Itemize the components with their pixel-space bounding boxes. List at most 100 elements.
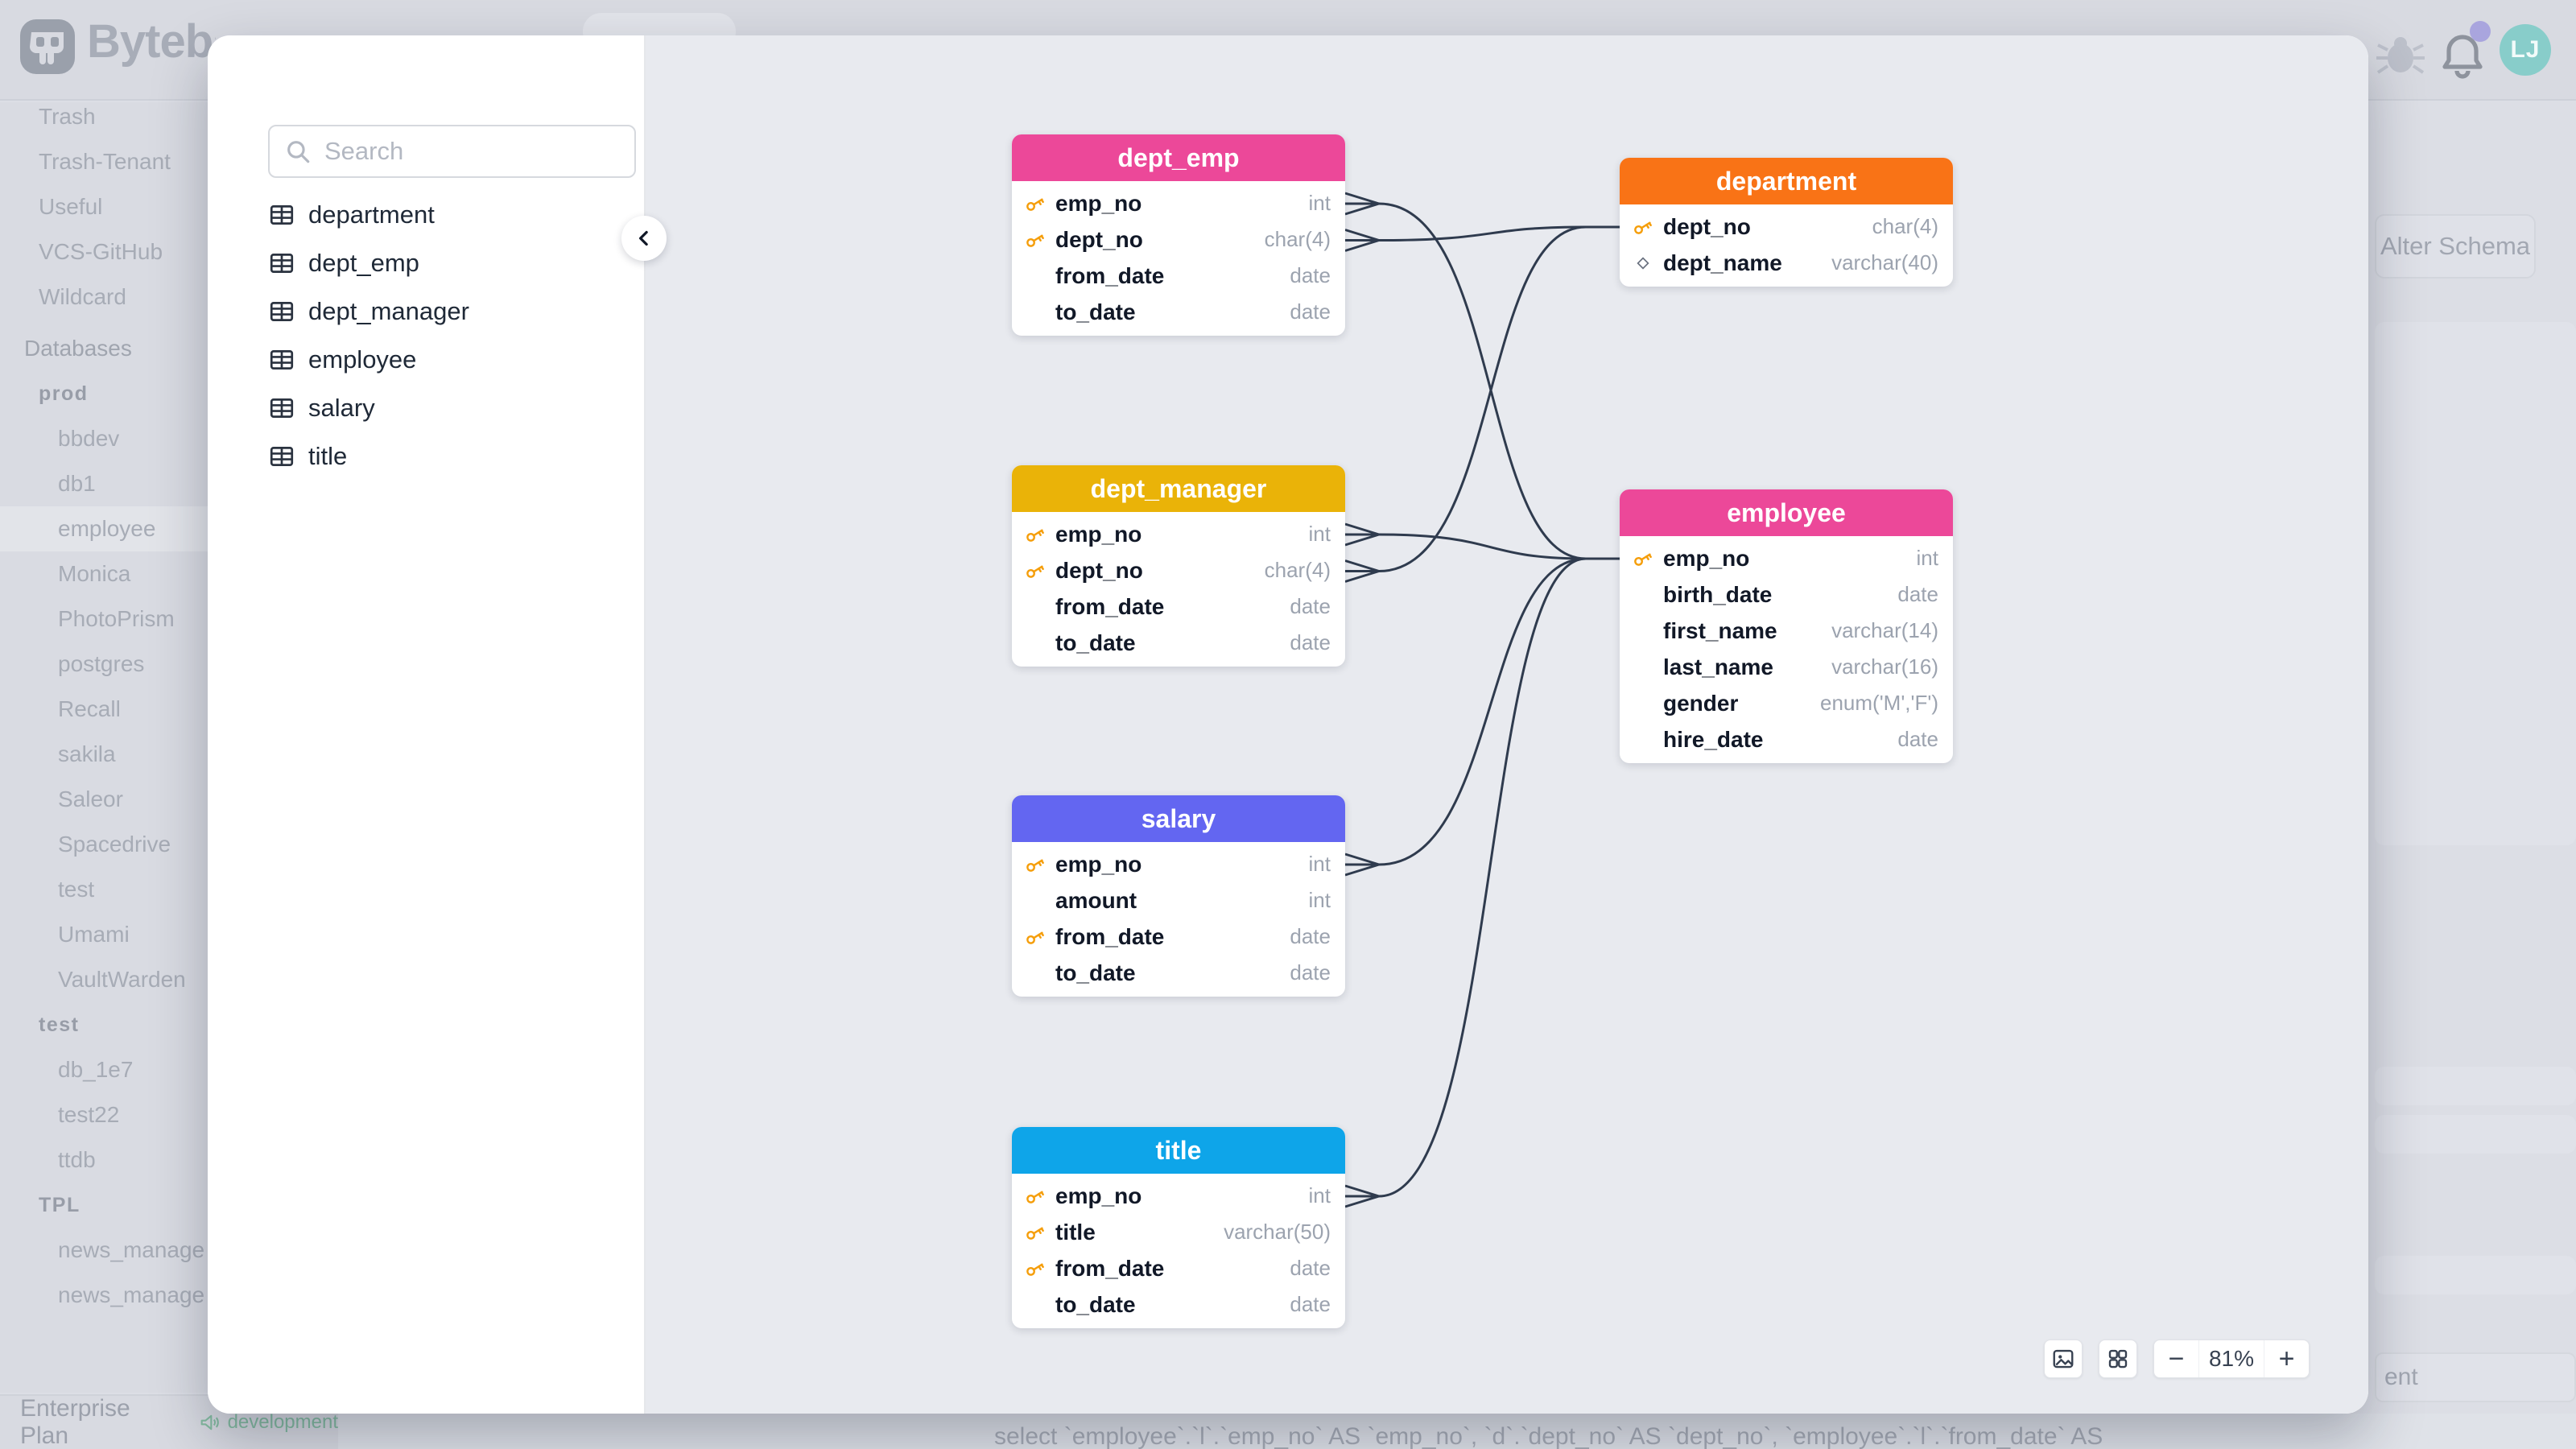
zoom-control: − 81% + xyxy=(2153,1340,2310,1378)
relationship-edges xyxy=(1344,192,1621,1208)
table-list-item-dept_manager[interactable]: dept_manager xyxy=(268,287,622,336)
key-icon xyxy=(1026,1263,1044,1276)
sidebar-db-umami: Umami xyxy=(58,922,130,947)
notification-bell-icon xyxy=(2442,35,2483,79)
table-icon xyxy=(270,302,294,321)
field-row-to_date: to_date date xyxy=(1012,294,1345,330)
key-icon xyxy=(1026,234,1044,247)
field-name: dept_no xyxy=(1055,557,1143,583)
sidebar-item-vcs-github: VCS-GitHub xyxy=(39,239,163,264)
sql-preview-text: select `employee`.`l`.`emp_no` AS `emp_n… xyxy=(994,1423,2103,1449)
field-type: varchar(50) xyxy=(1224,1220,1331,1244)
field-type: date xyxy=(1290,1292,1331,1316)
collapse-sidebar-button[interactable] xyxy=(621,216,667,261)
table-list-item-employee[interactable]: employee xyxy=(268,336,622,384)
table-icon xyxy=(270,350,294,369)
table-list-label: dept_emp xyxy=(308,249,419,277)
table-list-item-salary[interactable]: salary xyxy=(268,384,622,432)
background-row xyxy=(2375,1256,2576,1294)
field-name: to_date xyxy=(1055,1291,1136,1317)
sidebar-db-saleor: Saleor xyxy=(58,786,123,811)
field-name: emp_no xyxy=(1055,1183,1142,1208)
field-name: from_date xyxy=(1055,1255,1165,1281)
plan-label: Enterprise Plan xyxy=(20,1395,130,1449)
sidebar-db-news_manage: news_manage xyxy=(58,1237,205,1262)
field-name: from_date xyxy=(1055,262,1165,288)
key-icon xyxy=(1634,221,1652,234)
search-input[interactable] xyxy=(324,137,598,166)
field-type: int xyxy=(1916,546,1938,570)
table-card-title: dept_manager xyxy=(1012,465,1345,512)
background-sql-strip: select `employee`.`l`.`emp_no` AS `emp_n… xyxy=(338,1414,2576,1449)
field-type: int xyxy=(1308,888,1331,912)
table-list-item-title[interactable]: title xyxy=(268,432,622,481)
field-name: dept_no xyxy=(1055,226,1143,252)
table-list-item-dept_emp[interactable]: dept_emp xyxy=(268,239,622,287)
field-row-from_date: from_date date xyxy=(1012,258,1345,294)
sidebar-group-TPL: TPL xyxy=(39,1194,80,1216)
field-type: varchar(40) xyxy=(1831,250,1938,275)
sidebar-item-wildcard: Wildcard xyxy=(39,284,126,309)
field-name: birth_date xyxy=(1663,581,1773,607)
field-type: date xyxy=(1290,1256,1331,1280)
field-type: date xyxy=(1290,299,1331,324)
zoom-out-button[interactable]: − xyxy=(2154,1340,2199,1377)
zoom-in-button[interactable]: + xyxy=(2264,1340,2309,1377)
field-name: last_name xyxy=(1663,654,1773,679)
field-type: enum('M','F') xyxy=(1820,691,1938,715)
field-name: emp_no xyxy=(1055,190,1142,216)
sidebar-db-ttdb: ttdb xyxy=(58,1147,96,1172)
bytebase-logo-text: Bytebase xyxy=(87,15,216,68)
field-name: title xyxy=(1055,1219,1096,1245)
field-name: to_date xyxy=(1055,299,1136,324)
key-icon xyxy=(1026,565,1044,578)
sidebar-db-db_1e7: db_1e7 xyxy=(58,1057,134,1082)
table-card-title: employee xyxy=(1620,489,1953,536)
field-name: emp_no xyxy=(1055,521,1142,547)
field-type: date xyxy=(1290,263,1331,287)
key-icon xyxy=(1026,859,1044,872)
field-type: date xyxy=(1290,594,1331,618)
table-list-label: employee xyxy=(308,345,417,374)
field-row-from_date: from_date date xyxy=(1012,1250,1345,1286)
sidebar-group-test: test xyxy=(39,1013,80,1036)
field-type: varchar(14) xyxy=(1831,618,1938,642)
sidebar-db-news_manage: news_manage xyxy=(58,1282,205,1307)
table-list-item-department[interactable]: department xyxy=(268,191,622,239)
bug-icon xyxy=(2376,37,2425,74)
table-icon xyxy=(270,205,294,225)
field-type: date xyxy=(1290,924,1331,948)
export-image-button[interactable] xyxy=(2044,1340,2083,1378)
field-type: date xyxy=(1897,582,1938,606)
table-list-label: title xyxy=(308,442,348,470)
notification-dot xyxy=(2470,21,2491,42)
table-list-label: salary xyxy=(308,394,375,422)
table-list-label: department xyxy=(308,200,435,229)
fit-view-button[interactable] xyxy=(2099,1340,2137,1378)
field-name: dept_name xyxy=(1663,250,1782,275)
background-right-panel: Alter Schema ent xyxy=(2368,102,2576,1449)
field-name: to_date xyxy=(1055,630,1136,655)
key-icon xyxy=(1026,1227,1044,1240)
sidebar-db-monica: Monica xyxy=(58,561,131,586)
sidebar-divider xyxy=(644,35,646,1414)
key-icon xyxy=(1026,198,1044,211)
diagram-sidebar: department dept_emp dept_manager employee sa… xyxy=(208,35,644,1414)
